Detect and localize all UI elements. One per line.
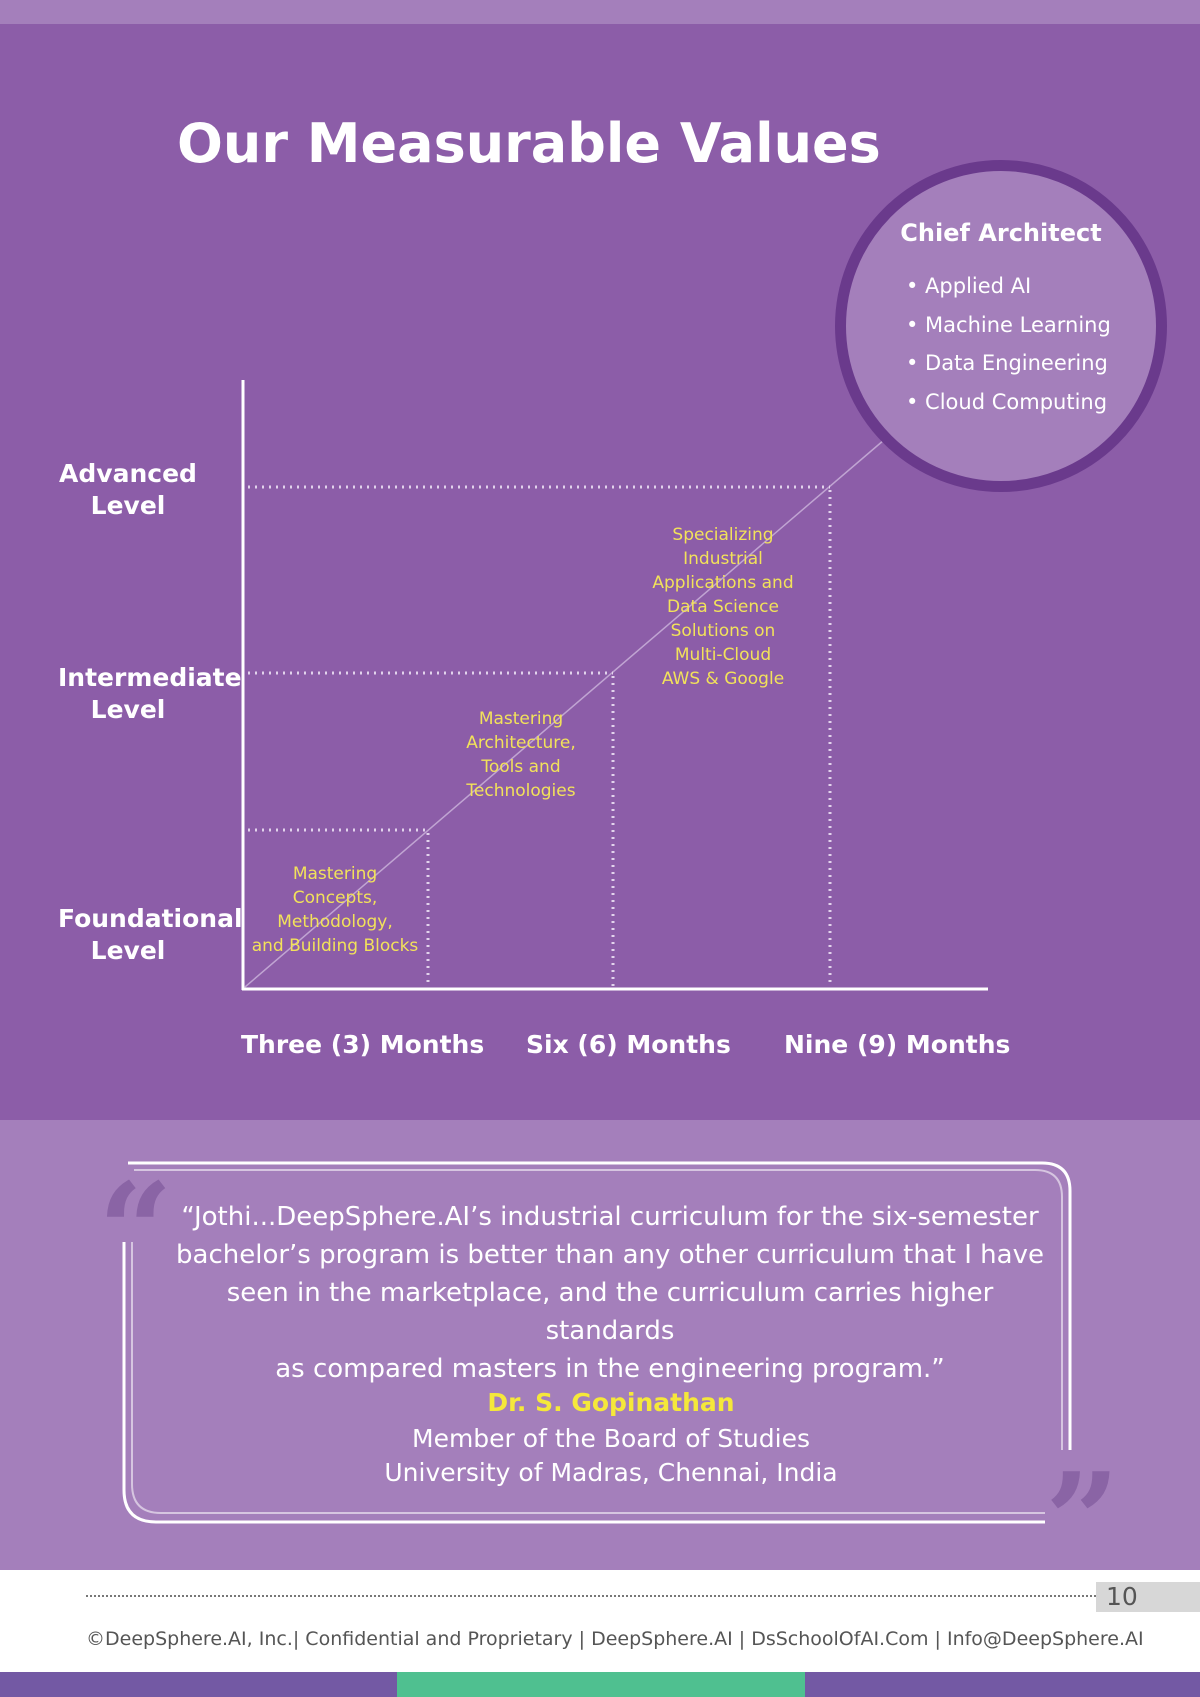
foundational-level-label: Foundational Level <box>58 904 243 965</box>
testimonial-affiliation: University of Madras, Chennai, India <box>384 1458 838 1487</box>
chief-architect-circle: Chief Architect • Applied AI • Machine L… <box>835 160 1167 492</box>
page-number-box <box>1096 1582 1200 1612</box>
intermediate-level-label: Intermediate Level <box>58 663 242 724</box>
list-item: • Applied AI <box>906 274 1032 298</box>
list-item: • Data Engineering <box>906 351 1108 375</box>
chief-architect-title: Chief Architect <box>900 219 1102 247</box>
chief-architect-list: • Applied AI • Machine Learning • Data E… <box>906 267 1111 421</box>
page-title: Our Measurable Values <box>177 112 881 175</box>
top-band <box>0 0 1200 24</box>
testimonial-frame <box>122 1161 1072 1524</box>
open-quote-icon: “ <box>98 1154 173 1307</box>
nine-month-stage-text: Specializing Industrial Applications and… <box>652 525 794 689</box>
close-quote-icon: ” <box>1045 1444 1120 1597</box>
testimonial-quote: “Jothi...DeepSphere.AI’s industrial curr… <box>176 1202 1044 1384</box>
month-label-three: Three (3) Months <box>241 1030 485 1059</box>
six-month-stage-text: Mastering Architecture, Tools and Techno… <box>466 709 576 801</box>
month-label-six: Six (6) Months <box>526 1030 731 1059</box>
growth-diagonal-line <box>244 439 885 988</box>
bottom-color-bar-accent <box>397 1672 805 1697</box>
bottom-color-bar <box>0 1672 1200 1697</box>
footer-dotted-divider <box>86 1595 1096 1597</box>
testimonial-author: Dr. S. Gopinathan <box>487 1388 735 1417</box>
page-number: 10 <box>1106 1582 1138 1611</box>
testimonial-role: Member of the Board of Studies <box>412 1424 810 1453</box>
month-label-nine: Nine (9) Months <box>784 1030 1011 1059</box>
testimonial-section: “ ” “Jothi...DeepSphere.AI’s industrial … <box>0 1120 1200 1586</box>
page-footer: 10 ©DeepSphere.AI, Inc.| Confidential an… <box>0 1570 1200 1672</box>
list-item: • Cloud Computing <box>906 389 1108 414</box>
list-item: • Machine Learning <box>906 312 1111 337</box>
footer-copyright: ©DeepSphere.AI, Inc.| Confidential and P… <box>86 1628 1144 1650</box>
three-month-stage-text: Mastering Concepts, Methodology, and Bui… <box>251 864 419 956</box>
growth-chart <box>241 380 988 991</box>
advanced-level-label: Advanced Level <box>59 459 197 520</box>
